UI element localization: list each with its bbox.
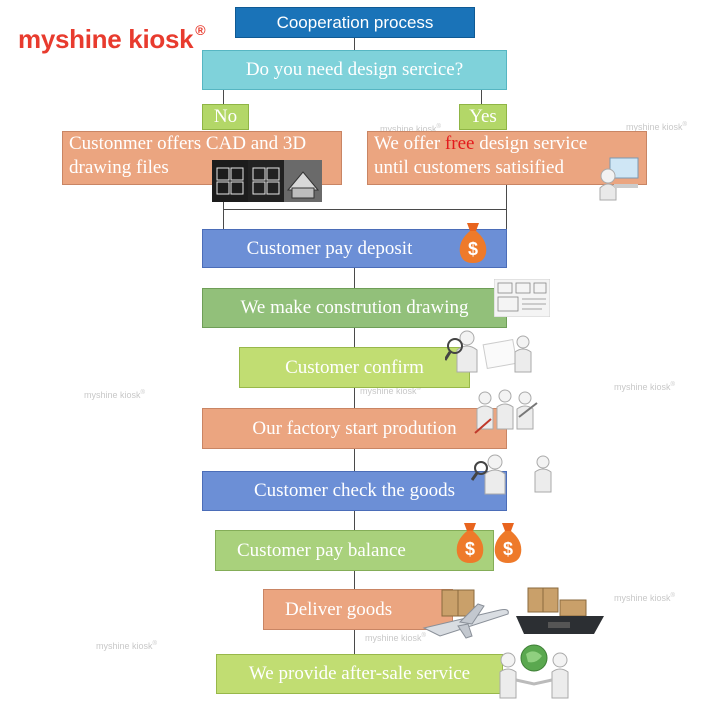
worker-group-icon xyxy=(471,389,539,435)
money-bag-icon: $ xyxy=(453,519,487,565)
connector-line xyxy=(354,388,355,408)
connector-line xyxy=(354,328,355,347)
connector-line xyxy=(223,90,224,104)
connector-line xyxy=(354,630,355,654)
connector-line xyxy=(354,449,355,471)
inspector-icon xyxy=(470,452,555,496)
step-pay-deposit: Customer pay deposit xyxy=(202,229,507,268)
brand-name: myshine kiosk xyxy=(18,24,194,54)
watermark: myshine kiosk® xyxy=(614,593,675,603)
step-construction-drawing: We make constrution drawing xyxy=(202,288,507,328)
registered-mark: ® xyxy=(195,22,206,38)
airplane-box-icon xyxy=(420,588,512,642)
step-factory-production: Our factory start prodution xyxy=(202,408,507,449)
watermark: myshine kiosk® xyxy=(626,122,687,132)
connector-line xyxy=(354,571,355,589)
step-deliver-goods: Deliver goods xyxy=(263,589,453,630)
connector-line xyxy=(506,185,507,229)
connector-line xyxy=(354,268,355,288)
blueprint-icon xyxy=(493,278,551,318)
svg-text:$: $ xyxy=(503,539,513,559)
handshake-icon xyxy=(494,642,574,706)
connector-line xyxy=(354,511,355,530)
connector-line xyxy=(223,185,224,229)
connector-line xyxy=(354,38,355,50)
watermark: myshine kiosk® xyxy=(84,390,145,400)
watermark: myshine kiosk® xyxy=(96,641,157,651)
design-person-icon xyxy=(596,154,642,206)
no-label-box: No xyxy=(202,104,249,130)
step-customer-confirm: Customer confirm xyxy=(239,347,470,388)
design-question-box: Do you need design sercice? xyxy=(202,50,507,90)
money-bag-icon: $ xyxy=(491,519,525,565)
free-highlight: free xyxy=(444,133,475,154)
watermark: myshine kiosk® xyxy=(365,633,426,643)
connector-line xyxy=(481,90,482,104)
free-design-box: We offer free design service until custo… xyxy=(367,131,647,185)
watermark: myshine kiosk® xyxy=(360,386,421,396)
magnifier-person-icon xyxy=(443,328,533,378)
flow-title: Cooperation process xyxy=(235,7,475,38)
watermark: myshine kiosk® xyxy=(380,124,441,134)
connector-line xyxy=(223,209,507,210)
cad-drawing-icon xyxy=(212,160,322,202)
brand-logo: myshine kiosk® xyxy=(18,22,206,55)
money-bag-icon: $ xyxy=(456,219,490,265)
step-check-goods: Customer check the goods xyxy=(202,471,507,511)
svg-text:$: $ xyxy=(468,239,478,259)
cargo-ship-icon xyxy=(514,586,606,638)
svg-text:$: $ xyxy=(465,539,475,559)
step-after-sale-service: We provide after-sale service xyxy=(216,654,503,694)
yes-label-box: Yes xyxy=(459,104,507,130)
watermark: myshine kiosk® xyxy=(614,382,675,392)
step-pay-balance: Customer pay balance xyxy=(215,530,494,571)
